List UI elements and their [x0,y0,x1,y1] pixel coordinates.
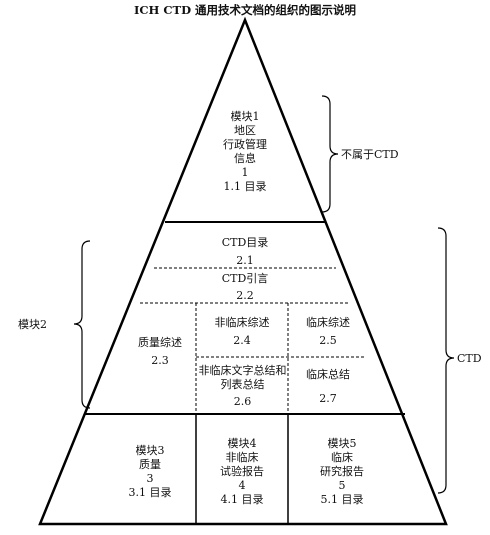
module3-line: 模块3 [135,444,165,457]
quality-overall-number: 2.3 [151,354,169,367]
module4-line: 非临床 [225,451,259,464]
ctd-intro-number: 2.2 [236,289,254,302]
nonclinical-overview-cell: 非临床综述 2.4 [199,316,285,348]
ctd-toc-cell: CTD目录 2.1 [200,236,290,268]
module1-line: 信息 [234,152,256,165]
module1-block: 模块1 地区 行政管理 信息 1 1.1 目录 [200,110,290,194]
clinical-overview-number: 2.5 [319,334,337,347]
module4-line: 4 [238,479,246,492]
module5-line: 5.1 目录 [320,493,364,506]
quality-overall-label: 质量综述 [138,336,182,349]
module2-side-label: 模块2 [18,318,47,331]
brace-not-ctd [321,95,339,213]
module1-line: 1 [241,166,249,179]
module1-line: 模块1 [230,110,260,123]
module1-line: 1.1 目录 [223,180,267,193]
clinical-summary-cell: 临床总结 2.7 [292,368,364,406]
clinical-overview-cell: 临床综述 2.5 [292,316,364,348]
module1-line: 行政管理 [223,138,267,151]
ctd-toc-number: 2.1 [236,254,254,267]
nonclinical-summary-line: 非临床文字总结和 [198,364,287,377]
brace-ctd [437,227,455,494]
clinical-summary-label: 临床总结 [306,368,350,381]
ctd-side-label: CTD [457,352,482,365]
nonclinical-overview-label: 非临床综述 [214,316,270,329]
clinical-summary-number: 2.7 [319,392,337,405]
brace-module2 [73,240,91,409]
module3-line: 质量 [139,458,161,471]
module5-line: 临床 [331,451,353,464]
not-ctd-label: 不属于CTD [341,148,399,161]
module4-line: 4.1 目录 [220,493,264,506]
module1-line: 地区 [234,124,256,137]
nonclinical-overview-number: 2.4 [233,334,251,347]
module5-line: 模块5 [327,437,357,450]
module5-line: 5 [338,479,346,492]
module3-line: 3.1 目录 [128,486,172,499]
diagram-title: ICH CTD 通用技术文档的组织的图示说明 [133,3,357,17]
module3-line: 3 [146,472,154,485]
nonclinical-summary-line: 列表总结 [220,378,265,391]
quality-overall-cell: 质量综述 2.3 [130,336,190,368]
ctd-intro-label: CTD引言 [221,272,269,285]
nonclinical-summary-number: 2.6 [233,395,252,408]
module4-block: 模块4 非临床 试验报告 4 4.1 目录 [199,437,285,507]
pyramid-outline [38,16,448,526]
nonclinical-summary-cell: 非临床文字总结和 列表总结 2.6 [197,364,288,409]
module4-line: 试验报告 [220,465,264,478]
module3-block: 模块3 质量 3 3.1 目录 [110,444,190,500]
ctd-intro-cell: CTD引言 2.2 [200,272,290,303]
module5-block: 模块5 临床 研究报告 5 5.1 目录 [292,437,392,507]
clinical-overview-label: 临床综述 [306,316,350,329]
module4-line: 模块4 [227,437,257,450]
module5-line: 研究报告 [320,465,364,478]
ctd-toc-label: CTD目录 [221,236,269,249]
